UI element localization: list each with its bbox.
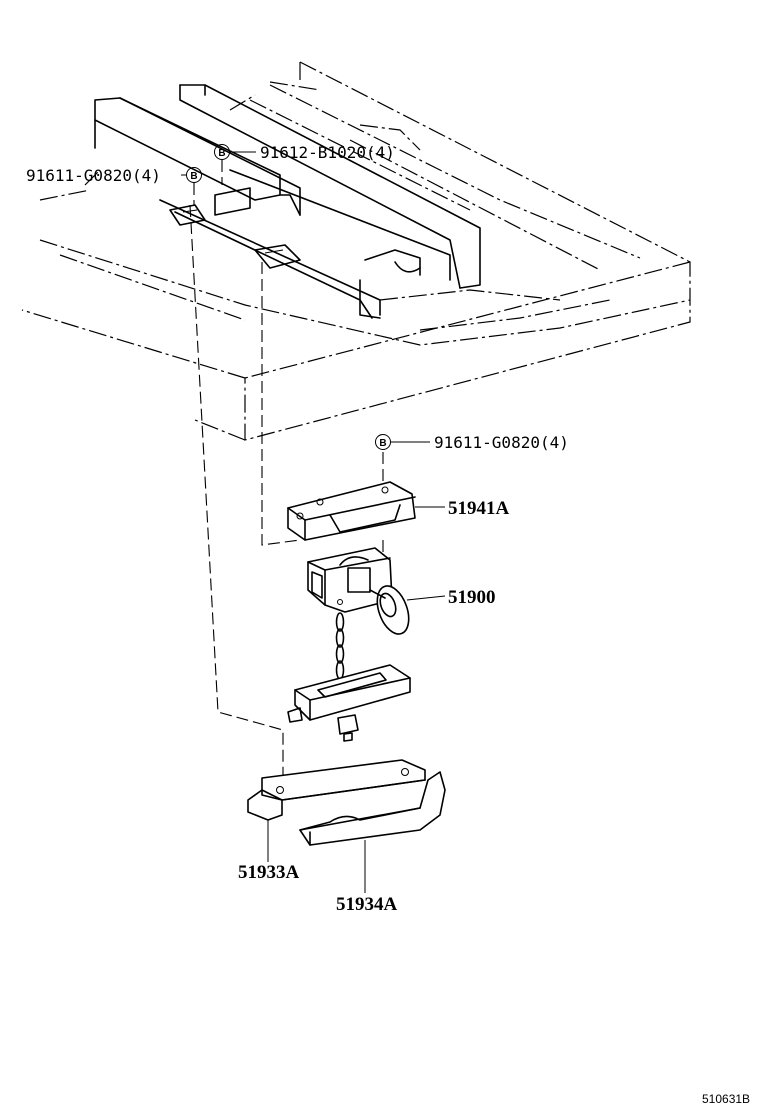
lift-plate	[287, 664, 411, 742]
label-leaders	[181, 151, 446, 893]
callout-51933a: 51933A	[238, 862, 300, 883]
callout-51941a: 51941A	[448, 498, 510, 519]
svg-text:B: B	[218, 148, 225, 159]
callout-bolt-91612-b1020: 91612-B1020(4)	[260, 143, 395, 162]
callout-51900: 51900	[448, 587, 496, 608]
callout-bolt-91611-g0820-top: 91611-G0820(4)	[26, 166, 161, 185]
carrier-51900	[307, 547, 410, 635]
assembly-lines	[189, 160, 384, 790]
hanger-51934a	[299, 771, 446, 846]
frame-rail	[94, 84, 481, 319]
figure-code: 510631B	[702, 1092, 750, 1106]
frame-floor-phantom	[21, 61, 691, 441]
bolt-symbol-bracket: B	[375, 434, 391, 450]
callout-bolt-91611-g0820-bracket: 91611-G0820(4)	[434, 433, 569, 452]
bolt-symbol-top-left: B	[186, 167, 202, 183]
callout-51934a: 51934A	[336, 894, 398, 915]
chain	[335, 612, 345, 680]
svg-text:B: B	[379, 438, 386, 449]
bolt-symbol-top-center: B	[214, 144, 230, 160]
svg-text:B: B	[190, 171, 197, 182]
hanger-51933a	[247, 759, 426, 821]
bracket-51941a	[287, 481, 416, 541]
